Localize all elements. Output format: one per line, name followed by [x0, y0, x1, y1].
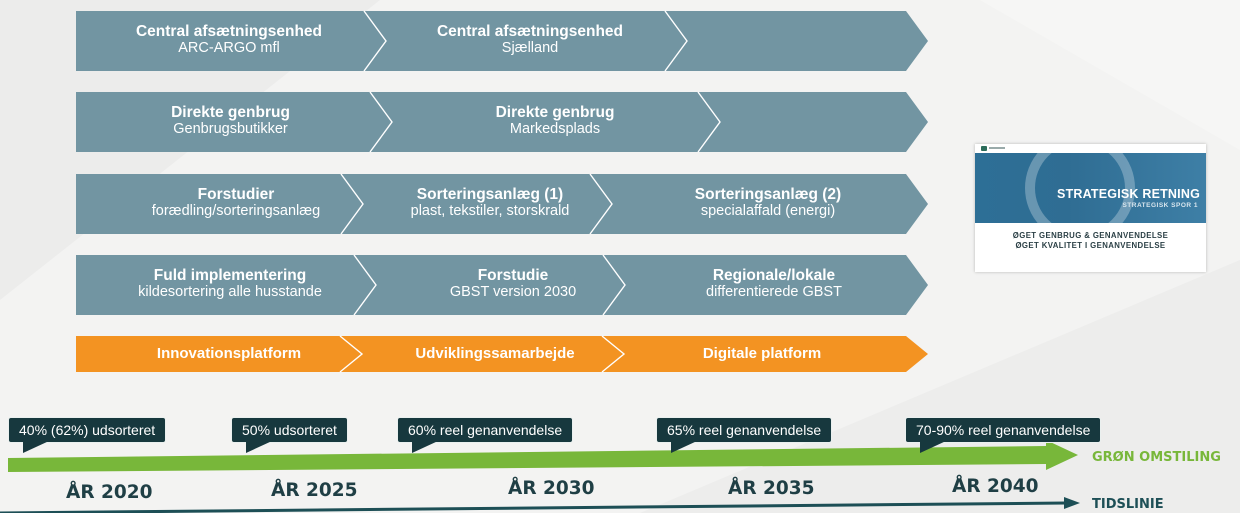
lane-3-divider-1 [340, 173, 364, 235]
row4-seg1-subtitle: kildesortering alle husstande [138, 284, 322, 300]
timeline-arrowhead [1064, 497, 1080, 509]
row3-seg1-title: Forstudier [197, 186, 275, 203]
row5-seg3-label: Digitale platform [614, 346, 910, 362]
row2-seg2-label: Direkte genbrug Markedsplads [400, 104, 710, 138]
row2-seg1-label: Direkte genbrug Genbrugsbutikker [78, 104, 383, 138]
lane-5-arrow [76, 336, 928, 372]
row3-seg3-label: Sorteringsanlæg (2) specialaffald (energ… [618, 186, 918, 220]
timeline-label: TIDSLINIE [1092, 497, 1164, 512]
lane-4-divider-1 [353, 254, 377, 316]
lane-2-divider-2 [697, 91, 721, 153]
lane-1-divider-1 [363, 10, 387, 72]
lane-5-divider-1 [339, 335, 364, 373]
slide-line-1: ØGET GENBRUG & GENANVENDELSE [1012, 231, 1169, 240]
lane-1-divider-2 [664, 10, 688, 72]
row2-seg2-title: Direkte genbrug [495, 104, 615, 121]
row2-seg1-subtitle: Genbrugsbutikker [173, 121, 288, 137]
milestone-2035: 65% reel genanvendelse [656, 417, 833, 453]
slide-banner [975, 144, 1206, 243]
milestone-2040: 70-90% reel genanvendelse [905, 417, 1102, 453]
row3-seg2-title: Sorteringsanlæg (1) [416, 186, 564, 203]
recycle-ring-graphic [1025, 144, 1135, 243]
row5-seg3-title: Digitale platform [702, 345, 822, 362]
row1-seg2-label: Central afsætningsenhed Sjælland [380, 23, 680, 57]
row4-seg2-subtitle: GBST version 2030 [449, 284, 577, 300]
year-2040: ÅR 2040 [952, 476, 1039, 497]
milestone-2025: 50% udsorteret [231, 417, 348, 453]
row1-seg2-subtitle: Sjælland [501, 40, 559, 56]
logo-icon [981, 146, 987, 151]
lane-3-divider-2 [589, 173, 613, 235]
row1-seg1-title: Central afsætningsenhed [135, 23, 323, 40]
milestone-2030: 60% reel genanvendelse [397, 417, 574, 453]
row4-seg2-label: Forstudie GBST version 2030 [380, 267, 646, 301]
year-2025: ÅR 2025 [271, 480, 358, 501]
strategy-slide-thumbnail[interactable]: STRATEGISK RETNING STRATEGISK SPOR 1 ØGE… [975, 144, 1206, 272]
lane-2-arrow [76, 92, 928, 152]
slide-line-2: ØGET KVALITET I GENANVENDELSE [1015, 241, 1166, 250]
row4-seg3-label: Regionale/lokale differentierede GBST [624, 267, 924, 301]
lane-4-arrow [76, 255, 928, 315]
row1-seg2-title: Central afsætningsenhed [436, 23, 624, 40]
year-2020: ÅR 2020 [66, 482, 153, 503]
row4-seg3-title: Regionale/lokale [712, 267, 836, 284]
lane-4-divider-2 [602, 254, 626, 316]
row1-seg1-subtitle: ARC-ARGO mfl [178, 40, 280, 56]
row3-seg3-title: Sorteringsanlæg (2) [694, 186, 842, 203]
row3-seg1-subtitle: forædling/sorteringsanlæg [151, 203, 321, 219]
green-transition-label: GRØN OMSTILING [1092, 450, 1221, 465]
row5-seg2-label: Udviklingssamarbejde [360, 346, 630, 362]
lane-3-arrow [76, 174, 928, 234]
milestone-2020: 40% (62%) udsorteret [8, 417, 167, 453]
timeline-line [0, 501, 1067, 513]
row3-seg2-label: Sorteringsanlæg (1) plast, tekstiler, st… [366, 186, 614, 220]
row4-seg2-title: Forstudie [477, 267, 549, 284]
row4-seg1-label: Fuld implementering kildesortering alle … [78, 267, 382, 301]
row5-seg2-title: Udviklingssamarbejde [415, 345, 575, 362]
green-transition-arrow [8, 440, 1078, 472]
slide-heading: STRATEGISK RETNING [1057, 187, 1200, 201]
lane-2-divider-1 [369, 91, 393, 153]
lane-5-divider-2 [601, 335, 626, 373]
row1-seg1-label: Central afsætningsenhed ARC-ARGO mfl [78, 23, 380, 57]
year-2035: ÅR 2035 [728, 478, 815, 499]
year-2030: ÅR 2030 [508, 478, 595, 499]
row2-seg2-subtitle: Markedsplads [509, 121, 601, 137]
row2-seg1-title: Direkte genbrug [171, 104, 290, 121]
row5-seg1-title: Innovationsplatform [156, 345, 302, 362]
row3-seg3-subtitle: specialaffald (energi) [700, 203, 836, 219]
row4-seg1-title: Fuld implementering [153, 267, 307, 284]
lane-1-arrow [76, 11, 928, 71]
row4-seg3-subtitle: differentierede GBST [706, 284, 842, 300]
row3-seg2-subtitle: plast, tekstiler, storskrald [410, 203, 570, 219]
slide-subheading: STRATEGISK SPOR 1 [1122, 202, 1198, 209]
row5-seg1-label: Innovationsplatform [78, 346, 380, 362]
row3-seg1-label: Forstudier forædling/sorteringsanlæg [78, 186, 394, 220]
